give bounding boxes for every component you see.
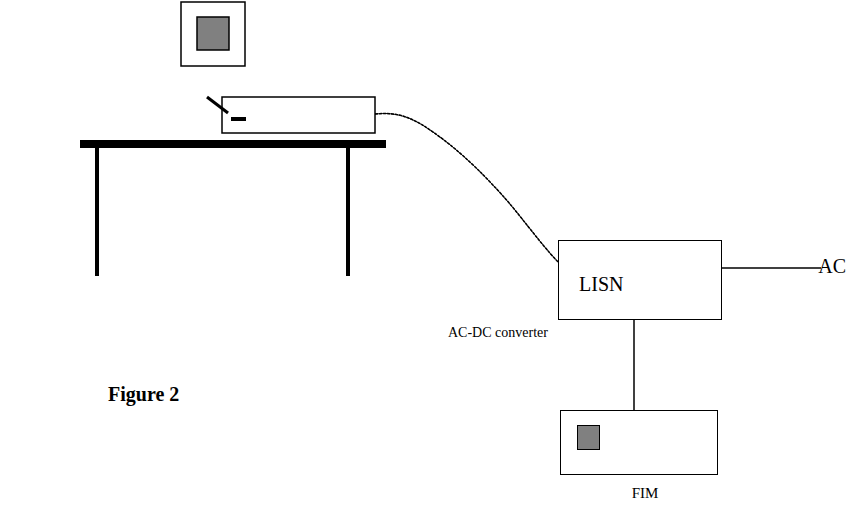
joystick [207, 97, 228, 113]
lisn-box: LISN [558, 240, 722, 320]
figure-label: Figure 2 [108, 384, 179, 404]
box-heading: FIM [632, 486, 659, 501]
ac-label: AC [818, 256, 846, 276]
screen [197, 17, 229, 50]
joystick-base [231, 117, 246, 121]
converter-label: AC-DC converter [448, 326, 548, 340]
monitor [181, 2, 245, 66]
power-cable [375, 114, 560, 264]
measurement-cable [633, 320, 635, 410]
table-top [80, 140, 386, 148]
fim-box: FIM [560, 410, 718, 475]
computer-unit [222, 97, 375, 133]
table-leg [346, 148, 350, 276]
ac-line [722, 267, 821, 269]
power-cable [375, 114, 560, 264]
table-leg [95, 148, 99, 276]
box-label: LISN [579, 274, 623, 294]
display-window [577, 425, 600, 450]
